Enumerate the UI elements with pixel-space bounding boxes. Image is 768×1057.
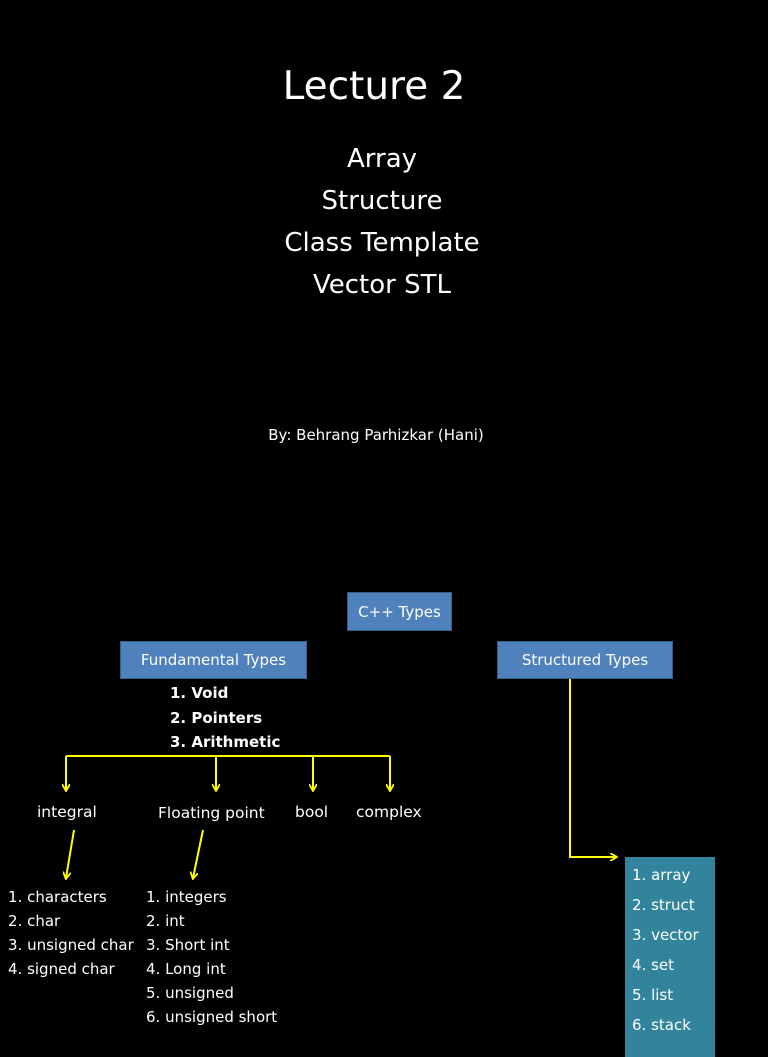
list-item: 4. Long int [146,960,226,978]
list-item: 2. struct [632,896,695,914]
connector-arrows [0,679,768,1024]
fundamental-types-list: 1. Void 2. Pointers 3. Arithmetic [170,681,280,755]
lecture-title: Lecture 2 [282,64,466,109]
topic-list: Array Structure Class Template Vector ST… [0,138,764,306]
arrow-to-integral-items [66,829,75,878]
list-item: 1. integers [146,888,227,906]
topic-item: Vector STL [313,270,451,300]
integral-items-list: 1. characters 2. char 3. unsigned char 4… [8,885,134,981]
list-item: 5. unsigned [146,984,234,1002]
list-item: 2. int [146,912,185,930]
floating-items-list: 1. integers 2. int 3. Short int 4. Long … [146,885,277,1029]
list-item: 1. characters [8,888,107,906]
list-item: 2. char [8,912,61,930]
category-floating-point: Floating point [158,804,265,822]
topic-item: Structure [321,186,443,216]
arrow-to-floating-items [193,829,204,878]
cpp-types-box: C++ Types [347,592,452,631]
topic-item: Class Template [284,228,480,258]
list-item: 3. Short int [146,936,230,954]
list-item: 3. unsigned char [8,936,134,954]
list-item: 5. list [632,986,674,1004]
author-line: By: Behrang Parhizkar (Hani) [268,426,484,444]
category-bool: bool [295,803,329,821]
list-item: 1. array [632,866,691,884]
list-item: 6. unsigned short [146,1008,278,1026]
list-item: 3. Arithmetic [170,733,281,751]
fundamental-types-box: Fundamental Types [120,641,307,679]
structured-types-box: Structured Types [497,641,673,679]
category-complex: complex [356,803,422,821]
list-item: 6. stack [632,1016,691,1034]
list-item: 2. Pointers [170,708,263,727]
list-item: 3. vector [632,926,699,944]
topic-item: Array [346,144,418,174]
list-item: 1. Void [170,684,229,702]
list-item: 4. set [632,956,675,974]
structured-items-list: 1. array 2. struct 3. vector 4. set 5. l… [625,857,715,1057]
slide-page: Lecture 2 Array Structure Class Template… [0,64,768,1057]
category-integral: integral [37,803,97,821]
arrow-to-structured-items [569,679,616,857]
list-item: 4. signed char [8,960,115,978]
